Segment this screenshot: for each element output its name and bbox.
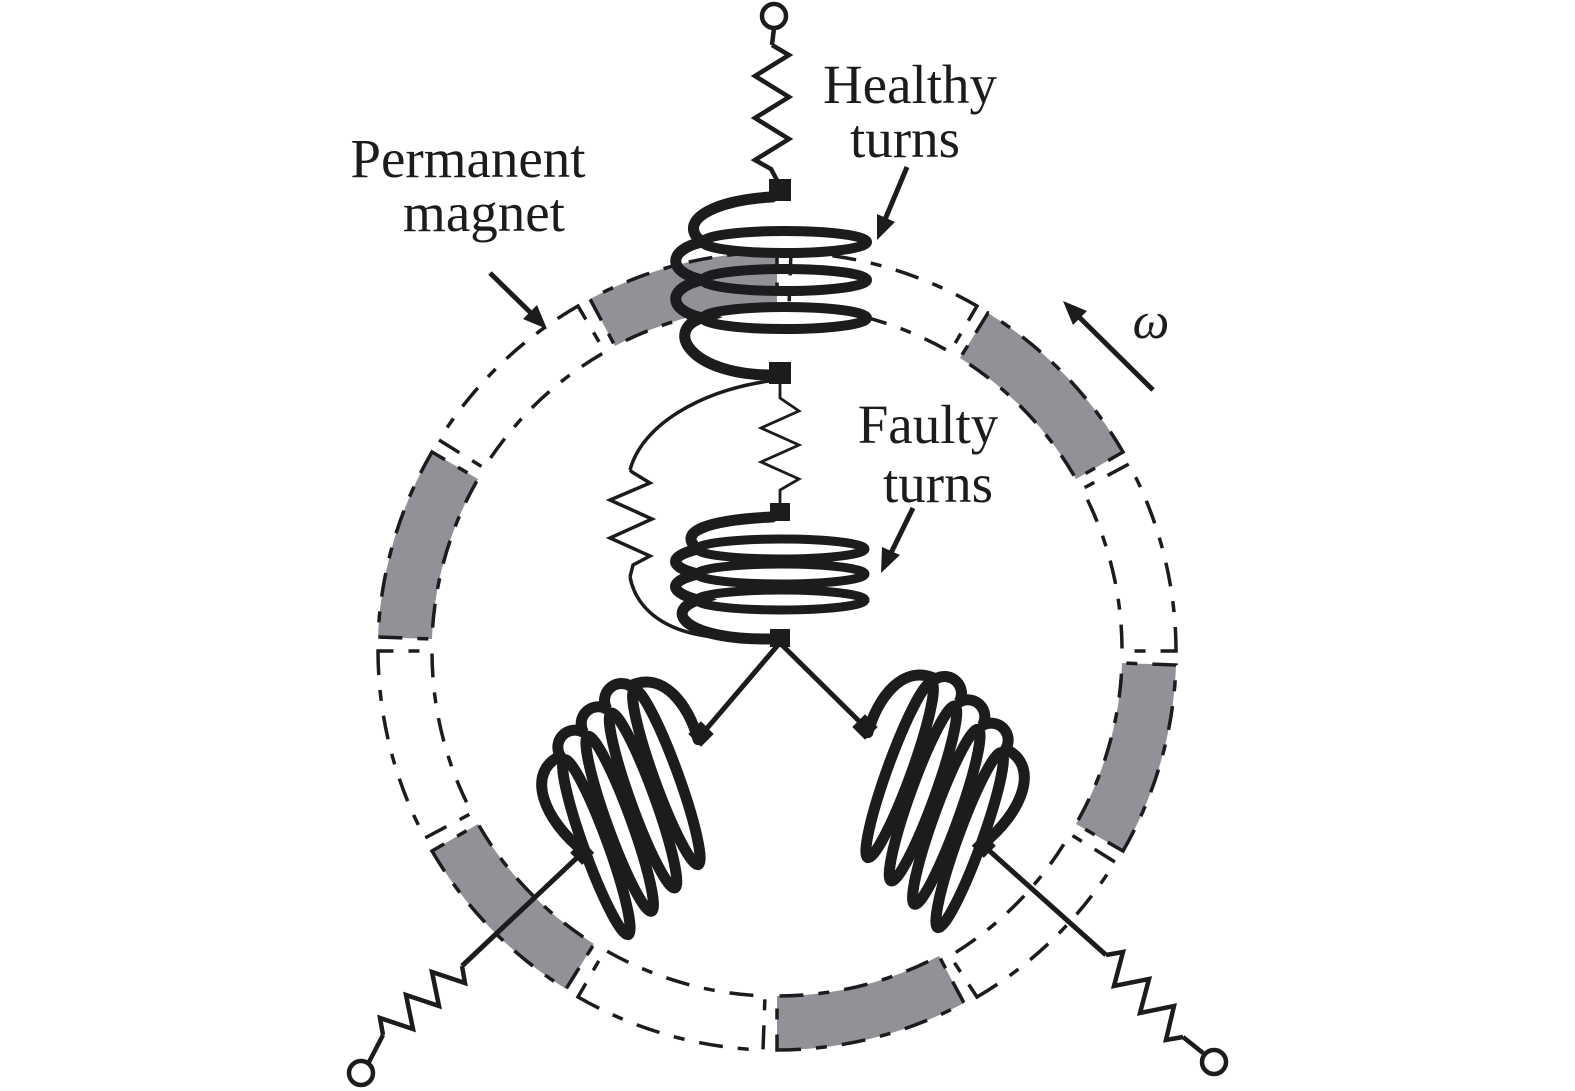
phase-a-lead-wire: [769, 27, 777, 46]
phase-a-resistor: [750, 43, 794, 186]
phase-c-coil: [852, 669, 1030, 934]
healthy-turns-label-line1: Healthy: [823, 54, 998, 115]
phase-b-coil-turn: [580, 730, 659, 917]
phase-b-terminal: [346, 1058, 376, 1088]
magnet-segment-white: [787, 250, 980, 355]
rotation-arrow: [1075, 313, 1155, 392]
stator-ring: [376, 250, 1178, 1052]
magnet-segment-white: [436, 303, 608, 471]
phase-b-lead-wire: [460, 851, 584, 968]
faulty-coil: [670, 503, 870, 647]
phase-b-coil-turn: [603, 707, 683, 894]
faulty-coil-turn: [692, 585, 870, 615]
star-links: [701, 643, 865, 735]
phase-c-resistor: [1105, 949, 1184, 1043]
magnet-segment-gray: [376, 449, 481, 641]
healthy-turns-arrow: [881, 166, 910, 223]
junction-square: [769, 362, 791, 384]
annotations: Permanent magnet Healthy turns Faulty tu…: [350, 54, 1169, 573]
magnet-segment-gray: [1073, 661, 1178, 854]
phase-a-terminal: [759, 1, 789, 31]
rotation-arrowhead: [1063, 301, 1087, 325]
permanent-magnet-arrowhead: [523, 305, 547, 329]
phase-c-coil-turn: [860, 677, 939, 864]
phase-c-lead: [982, 844, 1229, 1077]
phase-c-coil-turn: [883, 700, 963, 887]
healthy-coil-turn: [698, 226, 872, 258]
phase-b-terminal-wire: [367, 1033, 385, 1064]
phase-c-coil-turn: [907, 723, 986, 910]
healthy-turns-arrowhead: [877, 214, 895, 240]
magnet-segment-white: [376, 649, 475, 841]
faulty-coil-turn: [692, 534, 870, 564]
magnet-segment-gray: [775, 953, 967, 1052]
rotation-omega-label: ω: [1133, 293, 1170, 350]
phase-b-lead: [346, 851, 584, 1088]
magnet-segment-white: [947, 831, 1118, 1000]
permanent-magnet-label-line1: Permanent: [350, 128, 585, 189]
healthy-coil-turn: [698, 264, 872, 296]
phase-b-coil-turn: [627, 684, 706, 871]
magnet-segment-white: [575, 947, 767, 1052]
healthy-coil-turn: [698, 302, 872, 334]
neutral-node-square: [770, 629, 790, 647]
phase-c-coil-spine: [862, 669, 1030, 850]
phase-b-coil-spine: [536, 676, 704, 857]
phase-b-resistor: [377, 965, 468, 1036]
faulty-turns-arrow: [886, 506, 916, 559]
magnet-segment-gray: [957, 310, 1126, 482]
magnet-segment-white: [1079, 461, 1178, 653]
fault-bypass-arc-upper: [628, 379, 770, 471]
magnet-segment-gray: [429, 821, 597, 992]
faulty-turns-label-line1: Faulty: [858, 394, 999, 455]
permanent-magnet-arrow: [488, 271, 535, 317]
phase-c-terminal: [1199, 1047, 1229, 1077]
healthy-turns-label-line2: turns: [850, 108, 960, 169]
phase-c-lead-wire: [982, 844, 1108, 957]
fault-series-resistor: [757, 384, 803, 503]
link-to-phase-c: [780, 643, 865, 727]
faulty-turns-arrowhead: [881, 547, 900, 573]
phase-b-coil: [536, 676, 714, 941]
phase-c-terminal-wire: [1181, 1035, 1205, 1055]
faulty-coil-turn: [692, 559, 870, 589]
permanent-magnet-label-line2: magnet: [403, 182, 565, 243]
link-to-phase-b: [701, 643, 780, 735]
healthy-coil: [670, 179, 872, 384]
faulty-turns-label-line2: turns: [883, 453, 993, 514]
phase-a-lead: [750, 1, 794, 186]
fault-bypass-resistor: [605, 468, 657, 578]
